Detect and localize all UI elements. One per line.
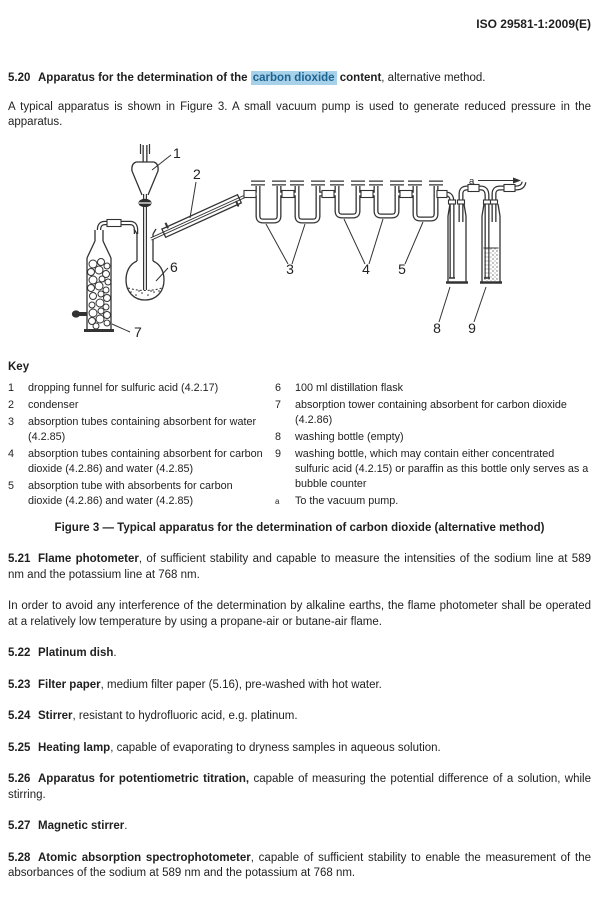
key-item: 6 100 ml distillation flask: [275, 381, 591, 396]
clause-5-24: 5.24 Stirrer, resistant to hydrofluoric a…: [8, 709, 591, 725]
clause-5-28: 5.28 Atomic absorption spectrophotometer,…: [8, 851, 591, 882]
clause-term: Atomic absorption spectrophotometer: [38, 851, 251, 864]
clause-5-23: 5.23 Filter paper, medium filter paper (5…: [8, 678, 591, 694]
key-number: 6: [275, 381, 282, 394]
key-text: absorption tube with absorbents for carb…: [28, 479, 233, 507]
key-item: 9 washing bottle, which may contain eithe…: [275, 447, 591, 492]
clause-5-20: 5.20 Apparatus for the determination of t…: [8, 71, 591, 87]
clause-5-25: 5.25 Heating lamp, capable of evaporating…: [8, 741, 591, 757]
clause-number: 5.20: [8, 72, 31, 84]
clause-number: 5.25: [8, 741, 31, 754]
key-item: 5 absorption tube with absorbents for car…: [8, 479, 263, 509]
dropping-funnel: [131, 143, 159, 290]
leader-lines: [111, 154, 513, 332]
clause-term: Filter paper: [38, 678, 101, 691]
key-text: absorption tower containing absorbent fo…: [295, 398, 567, 426]
clause-term: Flame photometer: [38, 553, 139, 565]
key-footnote-marker: a: [275, 496, 280, 506]
clause-text: , medium filter paper (5.16), pre-washed…: [100, 678, 382, 691]
key-item: 7 absorption tower containing absorbent f…: [275, 398, 591, 428]
key-number: 2: [8, 398, 15, 411]
key-number: 3: [8, 415, 15, 428]
key-item: 1 dropping funnel for sulfuric acid (4.2.…: [8, 381, 263, 396]
document-page: ISO 29581-1:2009(E) 5.20 Apparatus for th…: [0, 17, 600, 882]
absorption-tower: [71, 229, 114, 332]
key-number: 1: [8, 381, 15, 394]
key-number: 8: [275, 430, 282, 443]
clause-number: 5.21: [8, 553, 31, 565]
connecting-tube: [96, 218, 139, 234]
clause-term-cont: content: [336, 72, 382, 84]
figure-label-9: 9: [468, 320, 476, 336]
key-text: condenser: [28, 398, 79, 411]
figure-label-a: a: [469, 176, 475, 187]
clause-term: Magnetic stirrer: [38, 820, 125, 832]
key-item: 4 absorption tubes containing absorbent f…: [8, 447, 263, 477]
clause-number: 5.26: [8, 773, 31, 785]
key-text: 100 ml distillation flask: [295, 381, 404, 394]
document-reference: ISO 29581-1:2009(E): [476, 17, 591, 31]
key-number: 4: [8, 447, 15, 460]
key-number: 5: [8, 479, 15, 492]
key-item: 3 absorption tubes containing absorbent f…: [8, 415, 263, 445]
key-item: 2 condenser: [8, 398, 263, 413]
u-tube-train: [243, 180, 527, 278]
key-column-left: 1 dropping funnel for sulfuric acid (4.2.…: [8, 381, 263, 511]
figure-label-3: 3: [286, 261, 294, 277]
key-number: 9: [275, 447, 282, 460]
paragraph-flame-photometer-note: In order to avoid any interference of th…: [8, 600, 591, 628]
washing-bottles: [446, 198, 502, 284]
clause-number: 5.28: [8, 851, 31, 864]
figure-key: 1 dropping funnel for sulfuric acid (4.2.…: [8, 381, 591, 511]
key-text: To the vacuum pump.: [295, 494, 399, 507]
clause-term: Apparatus for the determination of the: [38, 72, 251, 84]
key-title: Key: [8, 361, 30, 373]
clause-text: .: [124, 820, 128, 832]
figure-label-7: 7: [134, 324, 142, 340]
paragraph-apparatus: A typical apparatus is shown in Figure 3…: [8, 100, 591, 129]
key-column-right: 6 100 ml distillation flask 7 absorption t…: [275, 381, 591, 511]
clause-number: 5.24: [8, 710, 31, 722]
clause-text: , resistant to hydrofluoric acid, e.g. p…: [72, 710, 298, 722]
clause-number: 5.27: [8, 820, 31, 832]
clause-text: .: [113, 647, 117, 659]
key-text: absorption tubes containing absorbent fo…: [28, 447, 263, 475]
figure-label-6: 6: [170, 259, 178, 275]
key-number: 7: [275, 398, 282, 411]
figure-label-2: 2: [193, 166, 201, 182]
clause-text: , capable of evaporating to dryness samp…: [110, 741, 441, 754]
clause-tail: , alternative method.: [381, 72, 486, 84]
clause-5-26: 5.26 Apparatus for potentiometric titrati…: [8, 772, 591, 803]
figure-label-5: 5: [398, 261, 406, 277]
key-text: washing bottle, which may contain either…: [295, 447, 589, 490]
clause-term: Platinum dish: [38, 647, 114, 659]
clause-5-27: 5.27 Magnetic stirrer.: [8, 819, 591, 835]
figure-3-apparatus-diagram: 1 2 3 4 5 6 7 8 9 a: [0, 142, 600, 353]
condenser: [150, 191, 258, 240]
clause-term: Heating lamp: [38, 741, 111, 754]
figure-caption: Figure 3 — Typical apparatus for the det…: [54, 521, 545, 534]
clause-number: 5.22: [8, 647, 31, 659]
search-highlight: carbon dioxide: [250, 71, 337, 85]
apparatus-diagram-svg: 1 2 3 4 5 6 7 8 9 a: [71, 143, 527, 340]
clause-term: Apparatus for potentiometric titration,: [38, 773, 250, 785]
distillation-flask: [125, 228, 165, 301]
key-text: dropping funnel for sulfuric acid (4.2.1…: [28, 381, 219, 394]
figure-label-8: 8: [433, 320, 441, 336]
key-text: washing bottle (empty): [295, 430, 404, 443]
clause-5-21: 5.21 Flame photometer, of sufficient stab…: [8, 552, 591, 583]
clause-5-22: 5.22 Platinum dish.: [8, 646, 591, 662]
key-text: absorption tubes containing absorbent fo…: [28, 415, 257, 443]
key-item: 8 washing bottle (empty): [275, 430, 591, 445]
glassware-outlines: [71, 143, 527, 332]
clause-term: Stirrer: [38, 710, 73, 722]
clause-text: capable of measuring the potential diffe…: [8, 773, 591, 801]
figure-label-4: 4: [362, 261, 370, 277]
clause-text: , capable of sufficient stability to ena…: [8, 851, 591, 880]
key-item-footnote: a To the vacuum pump.: [275, 494, 591, 509]
figure-label-1: 1: [173, 145, 181, 161]
clause-number: 5.23: [8, 678, 31, 691]
clause-text: , of sufficient stability and capable to…: [8, 553, 591, 581]
flow-arrowhead: [513, 177, 521, 183]
